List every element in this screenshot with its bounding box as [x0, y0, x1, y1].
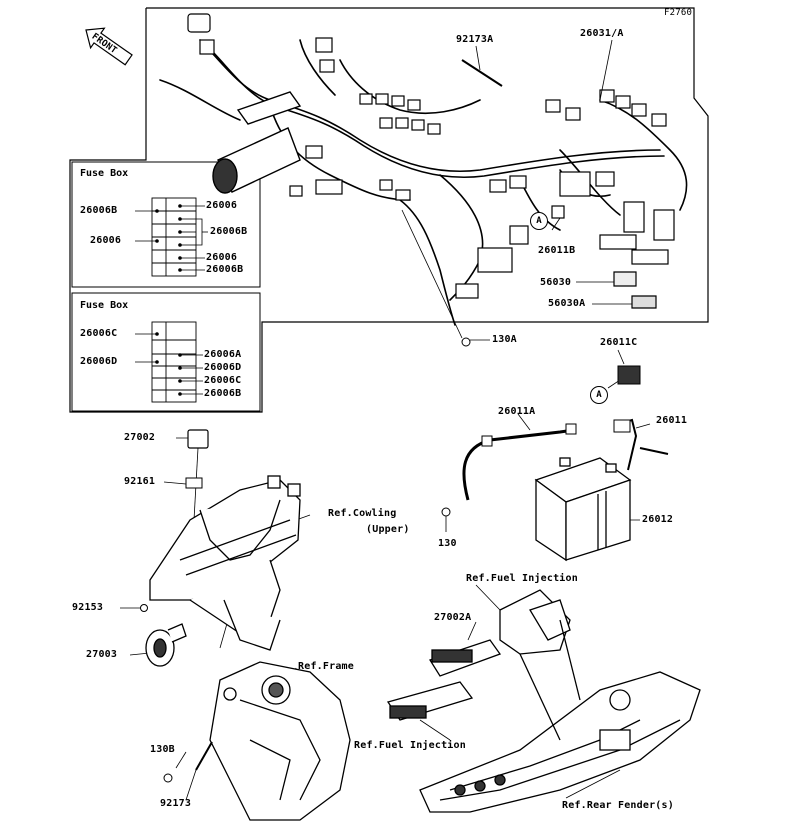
part-26012: 26012 — [642, 514, 674, 525]
fuse-block-2-leaders — [135, 332, 203, 396]
harness-frame — [69, 7, 709, 413]
part-27002: 27002 — [124, 432, 156, 443]
part-27002a: 27002A — [434, 612, 472, 623]
bolt-130b — [163, 773, 173, 783]
part-26011c: 26011C — [600, 337, 638, 348]
fuse-box-1-title: Fuse Box — [80, 168, 129, 179]
fuse-box-1-right-3: 26006B — [206, 264, 244, 275]
fuse-box-2-right-2: 26006C — [204, 375, 242, 386]
fuse-box-1-right-0: 26006 — [206, 200, 238, 211]
fuse-box-2-left-0: 26006C — [80, 328, 118, 339]
fuse-box-1-left-1: 26006 — [90, 235, 122, 246]
fuse-box-2-right-3: 26006B — [204, 388, 242, 399]
relay-27002 — [187, 429, 209, 449]
marker-a-top: A — [530, 212, 548, 230]
fuse-box-1-right-1: 26006B — [210, 226, 248, 237]
fuse-block-2 — [151, 321, 197, 403]
ecu-27002a — [429, 589, 571, 677]
clip-92173 — [195, 741, 213, 771]
part-56030: 56030 — [540, 277, 572, 288]
part-130: 130 — [438, 538, 457, 549]
relay-26011c — [617, 365, 641, 385]
fuse-box-2-title: Fuse Box — [80, 300, 129, 311]
part-130a: 130A — [492, 334, 517, 345]
fuse-box-1-right-2: 26006 — [206, 252, 238, 263]
fuse-box-1-frame — [71, 161, 261, 288]
grommet-92161 — [185, 477, 203, 489]
part-26011: 26011 — [656, 415, 688, 426]
ecu-fuel-injection — [386, 681, 474, 721]
part-26011a: 26011A — [498, 406, 536, 417]
frame-section — [209, 661, 351, 821]
part-92153: 92153 — [72, 602, 104, 613]
part-130b: 130B — [150, 744, 175, 755]
part-92173a: 92173A — [456, 34, 494, 45]
leader-lines — [120, 39, 651, 801]
front-arrow-icon — [85, 27, 133, 66]
marker-a-bottom: A — [590, 386, 608, 404]
ref-fuel-injection-1: Ref.Fuel Injection — [466, 573, 578, 584]
fuse-box-2-right-0: 26006A — [204, 349, 242, 360]
ref-cowling-upper: (Upper) — [366, 524, 410, 535]
battery — [534, 457, 632, 562]
part-92161: 92161 — [124, 476, 156, 487]
rear-fender — [419, 619, 701, 813]
diagram-code: F2760 — [664, 8, 693, 18]
fuse-box-2-left-1: 26006D — [80, 356, 118, 367]
part-26011b: 26011B — [538, 245, 576, 256]
part-92173: 92173 — [160, 798, 192, 809]
fuse-box-2-frame — [71, 292, 261, 412]
fuse-box-1-left-0: 26006B — [80, 205, 118, 216]
bolt-130a — [461, 337, 471, 347]
fuse-box-2-right-1: 26006D — [204, 362, 242, 373]
fuse-block-1 — [151, 197, 197, 277]
part-56030a: 56030A — [548, 298, 586, 309]
clip-92173a — [461, 59, 503, 87]
ref-fuel-injection-2: Ref.Fuel Injection — [354, 740, 466, 751]
front-bracket — [149, 475, 301, 651]
ref-rear-fender: Ref.Rear Fender(s) — [562, 800, 674, 811]
ref-cowling: Ref.Cowling — [328, 508, 397, 519]
bolt-130 — [441, 507, 451, 517]
part-26031a: 26031/A — [580, 28, 624, 39]
harness-connectors — [187, 13, 675, 309]
part-27003: 27003 — [86, 649, 118, 660]
ref-frame: Ref.Frame — [298, 661, 354, 672]
horn-27003 — [145, 623, 187, 667]
fuse-block-1-leaders — [135, 204, 208, 272]
harness-cylinder — [212, 91, 302, 194]
